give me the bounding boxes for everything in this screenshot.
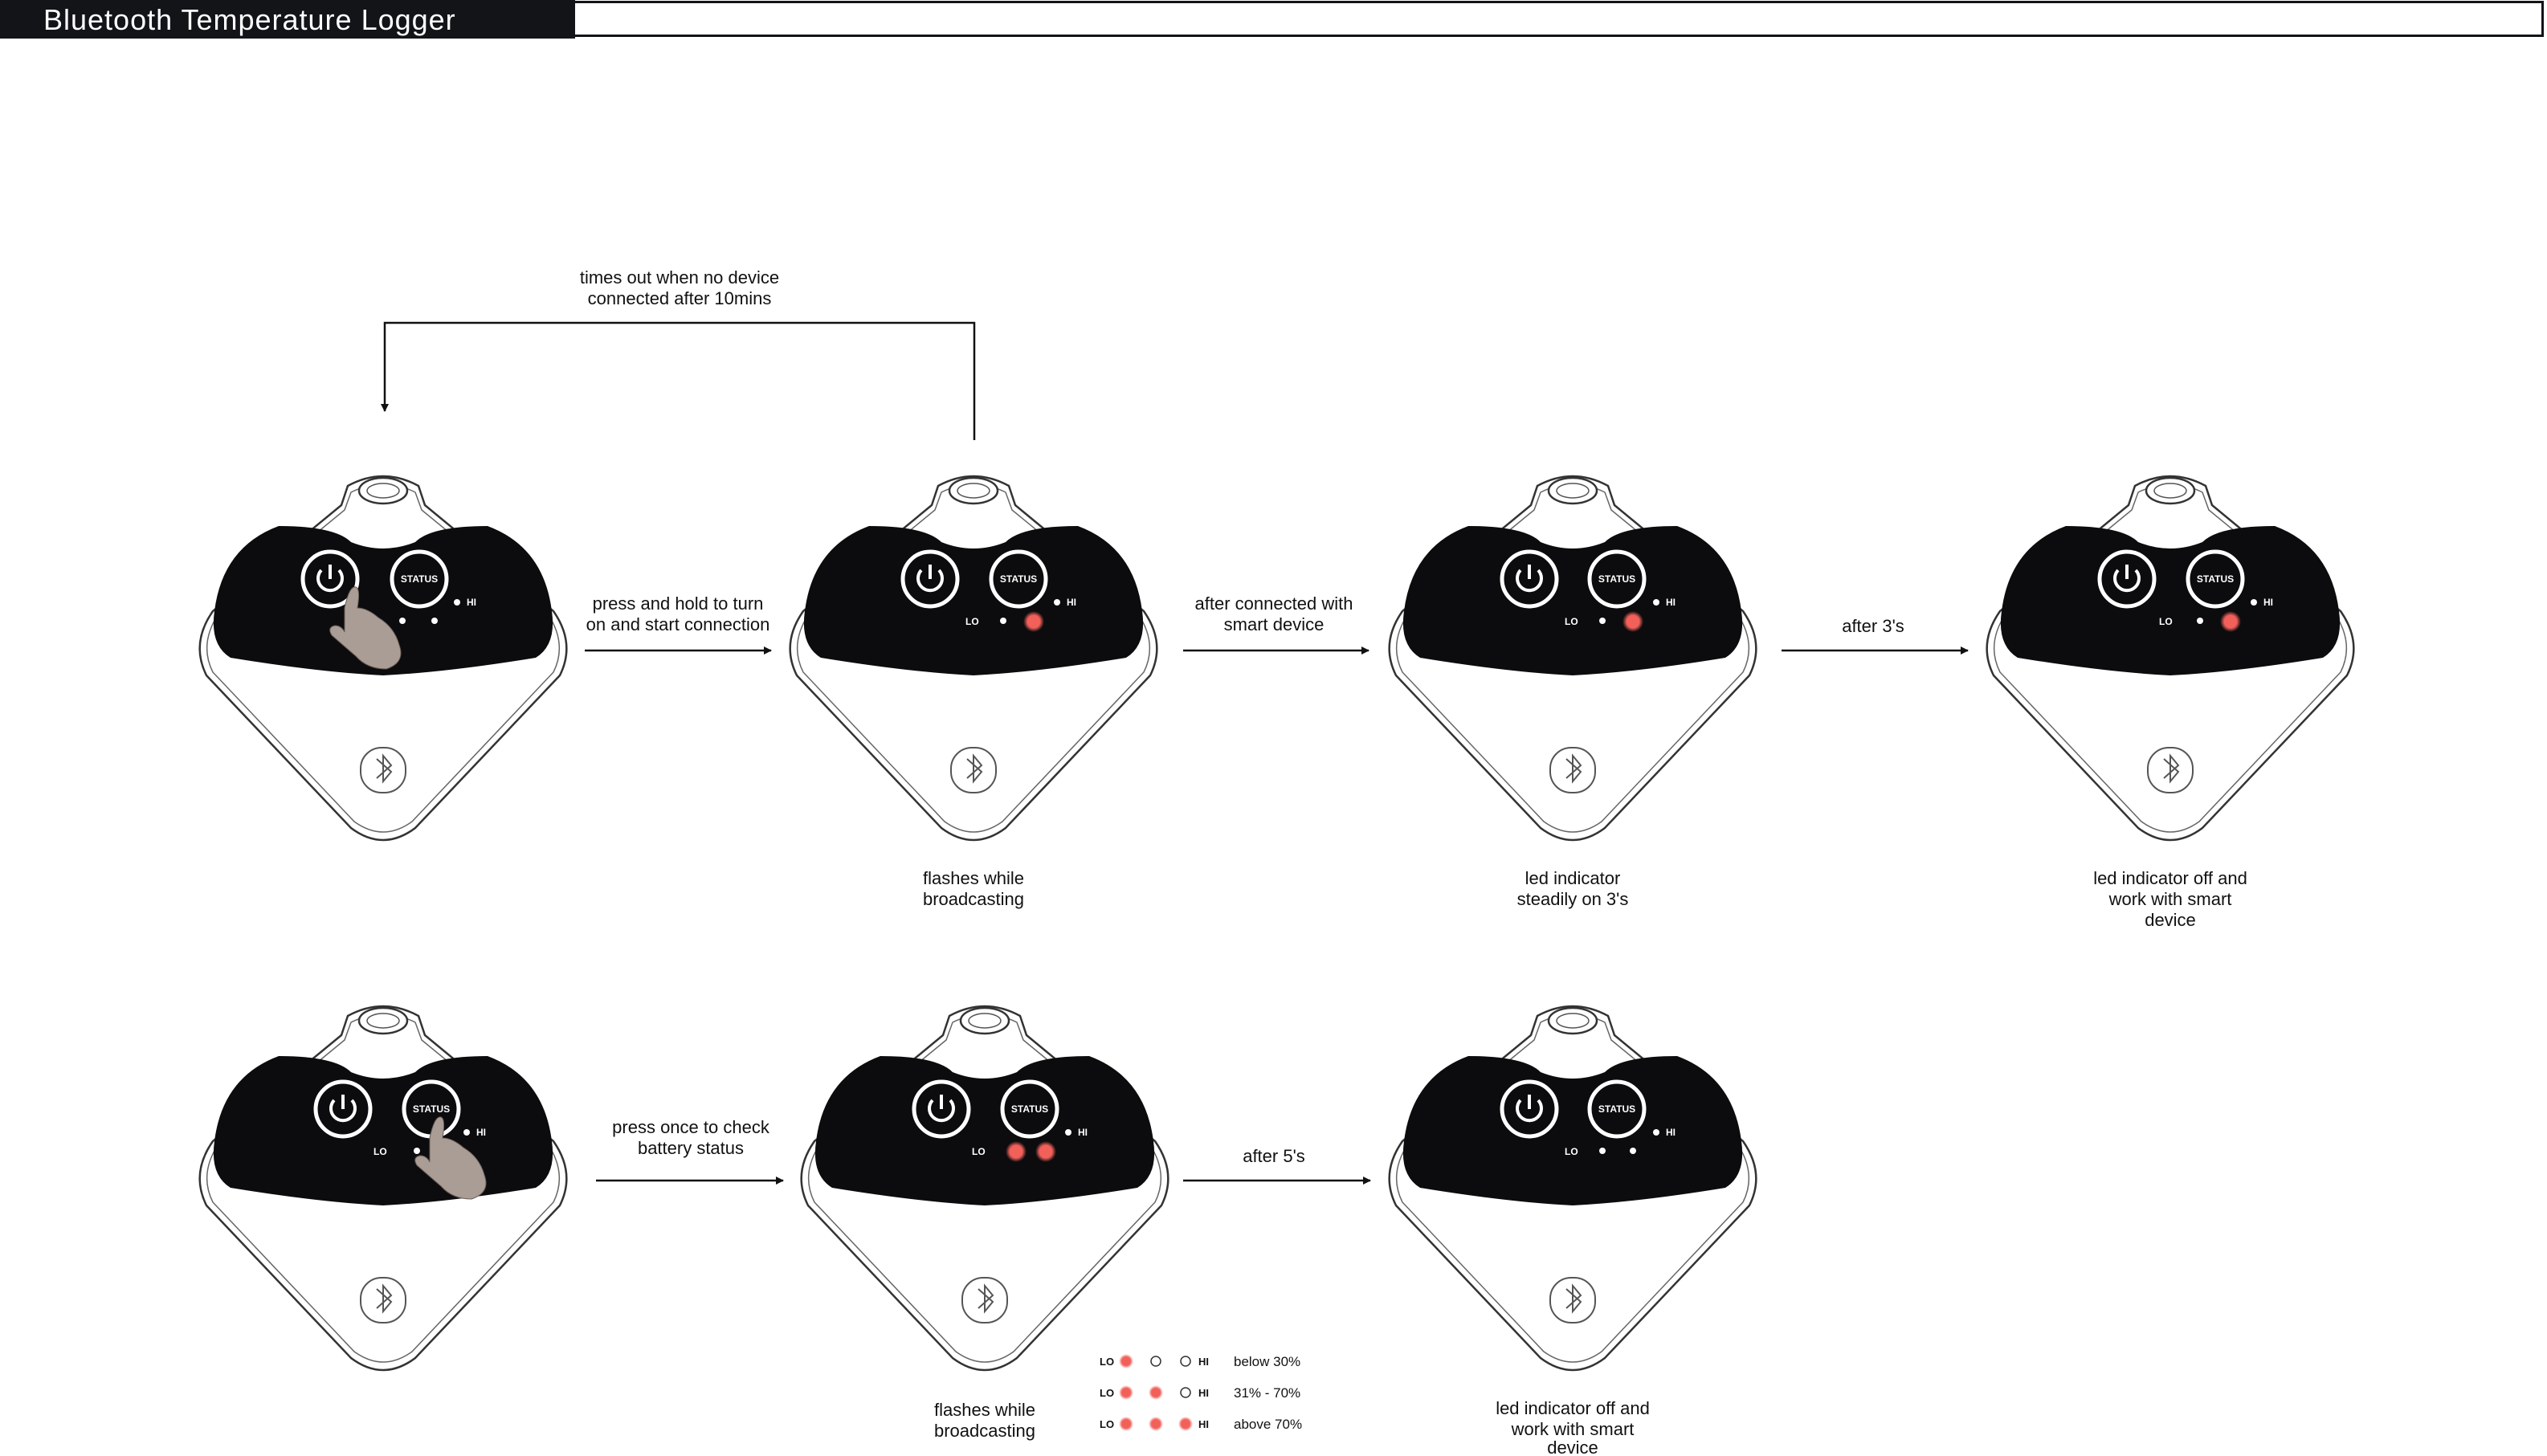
led-lo bbox=[399, 618, 406, 624]
power-button bbox=[300, 549, 360, 609]
hi-label: HI bbox=[1067, 597, 1076, 608]
lo-label: LO bbox=[2159, 616, 2173, 627]
legend-label-3: above 70% bbox=[1234, 1417, 1302, 1432]
legend-row-3: LO HI above 70% bbox=[1100, 1417, 1302, 1432]
arrow-3-label-1: after 3's bbox=[1842, 616, 1904, 636]
loop-label-1: times out when no device bbox=[580, 267, 779, 288]
arrow-1-label-2: on and start connection bbox=[586, 614, 770, 634]
timeout-loop-arrow bbox=[381, 321, 976, 440]
led-hi bbox=[1653, 599, 1659, 606]
power-button bbox=[912, 1079, 971, 1139]
lo-label: LO bbox=[1565, 616, 1578, 627]
legend-lo: LO bbox=[1100, 1418, 1114, 1430]
battery-legend: LO HI below 30% LO HI 31% - 70% LO HI ab… bbox=[1100, 1354, 1302, 1432]
status-label: STATUS bbox=[1011, 1103, 1048, 1115]
caption-2-line-2: broadcasting bbox=[923, 889, 1024, 909]
status-label: STATUS bbox=[413, 1103, 450, 1115]
arrow-4-label-1: press once to check bbox=[612, 1117, 770, 1137]
status-label: STATUS bbox=[2197, 573, 2234, 585]
arrow-2-label-2: smart device bbox=[1224, 614, 1325, 634]
hi-label: HI bbox=[1666, 597, 1676, 608]
caption-3-line-1: led indicator bbox=[1525, 868, 1621, 888]
led-lo bbox=[1599, 1148, 1606, 1154]
legend-lo: LO bbox=[1100, 1387, 1114, 1399]
caption-6-line-2: broadcasting bbox=[934, 1421, 1035, 1441]
arrow-4-label-2: battery status bbox=[638, 1138, 744, 1158]
led-lo bbox=[414, 1148, 420, 1154]
lo-label: LO bbox=[1565, 1146, 1578, 1157]
led-hi bbox=[1653, 1129, 1659, 1136]
led-hi bbox=[1065, 1129, 1071, 1136]
arrow-2-label-1: after connected with bbox=[1195, 593, 1353, 614]
status-button: STATUS bbox=[1000, 1079, 1059, 1139]
hi-label: HI bbox=[1078, 1127, 1088, 1138]
title-frame bbox=[575, 1, 2544, 37]
legend-hi: HI bbox=[1198, 1418, 1209, 1430]
lo-label: LO bbox=[972, 1146, 986, 1157]
caption-7-line-2: work with smart bbox=[1511, 1419, 1635, 1439]
led-lo-1 bbox=[431, 618, 438, 624]
status-label: STATUS bbox=[1000, 573, 1037, 585]
led-hi bbox=[454, 599, 460, 606]
caption-4-line-1: led indicator off and bbox=[2093, 868, 2247, 888]
legend-label-2: 31% - 70% bbox=[1234, 1385, 1300, 1401]
status-button: STATUS bbox=[1587, 549, 1647, 609]
legend-label-1: below 30% bbox=[1234, 1354, 1300, 1369]
hand-press-icon bbox=[414, 1116, 487, 1200]
status-button: STATUS bbox=[989, 549, 1048, 609]
device-2: STATUS HI LO bbox=[789, 475, 1158, 842]
status-button: STATUS bbox=[390, 549, 449, 609]
page-title: Bluetooth Temperature Logger bbox=[43, 3, 456, 36]
caption-2-line-1: flashes while bbox=[923, 868, 1024, 888]
power-button bbox=[2097, 549, 2157, 609]
hi-label: HI bbox=[467, 597, 476, 608]
hi-label: HI bbox=[1666, 1127, 1676, 1138]
legend-row-1: LO HI below 30% bbox=[1100, 1354, 1300, 1369]
arrow-1-label-1: press and hold to turn bbox=[593, 593, 764, 614]
status-label: STATUS bbox=[401, 573, 438, 585]
arrow-5-label-1: after 5's bbox=[1243, 1146, 1305, 1166]
caption-7-line-3: device bbox=[1547, 1438, 1598, 1456]
hand-press-icon bbox=[329, 586, 402, 670]
title-bar: Bluetooth Temperature Logger bbox=[0, 0, 575, 39]
led-lo-1 bbox=[1630, 1148, 1636, 1154]
device-1: STATUS HI LO bbox=[198, 475, 568, 842]
caption-7-line-1: led indicator off and bbox=[1496, 1398, 1650, 1418]
led-hi bbox=[1054, 599, 1060, 606]
power-button bbox=[313, 1079, 373, 1139]
loop-label-2: connected after 10mins bbox=[588, 288, 772, 308]
power-button bbox=[1500, 549, 1559, 609]
power-button bbox=[1500, 1079, 1559, 1139]
legend-hi: HI bbox=[1198, 1356, 1209, 1368]
led-lo bbox=[2197, 618, 2203, 624]
device-4: STATUS HI LO bbox=[1986, 475, 2355, 842]
caption-4-line-2: work with smart bbox=[2108, 889, 2232, 909]
caption-6-line-1: flashes while bbox=[934, 1400, 1035, 1420]
hi-label: HI bbox=[476, 1127, 486, 1138]
lo-label: LO bbox=[965, 616, 979, 627]
led-hi bbox=[463, 1129, 470, 1136]
device-6: STATUS HI LO bbox=[800, 1005, 1169, 1372]
led-lo bbox=[1599, 618, 1606, 624]
caption-3-line-2: steadily on 3's bbox=[1517, 889, 1629, 909]
caption-4-line-3: device bbox=[2145, 910, 2196, 930]
hi-label: HI bbox=[2263, 597, 2273, 608]
legend-hi: HI bbox=[1198, 1387, 1209, 1399]
led-hi bbox=[2251, 599, 2257, 606]
legend-row-2: LO HI 31% - 70% bbox=[1100, 1385, 1300, 1401]
led-lo bbox=[1000, 618, 1006, 624]
lo-label: LO bbox=[373, 1146, 387, 1157]
status-label: STATUS bbox=[1598, 1103, 1635, 1115]
power-button bbox=[900, 549, 960, 609]
legend-lo: LO bbox=[1100, 1356, 1114, 1368]
device-3: STATUS HI LO bbox=[1388, 475, 1757, 842]
device-5: STATUS HI LO bbox=[198, 1005, 568, 1372]
status-label: STATUS bbox=[1598, 573, 1635, 585]
device-7: STATUS HI LO bbox=[1388, 1005, 1757, 1372]
status-button: STATUS bbox=[2186, 549, 2245, 609]
status-button: STATUS bbox=[1587, 1079, 1647, 1139]
